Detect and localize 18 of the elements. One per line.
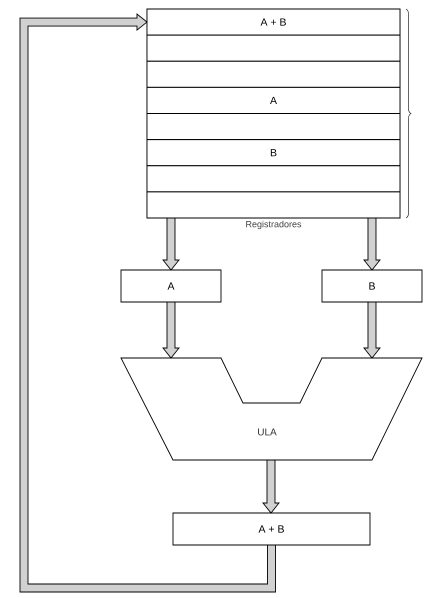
register-row (146, 191, 400, 218)
arrow (363, 218, 381, 271)
register-box: A + B (172, 512, 370, 546)
arrow (162, 302, 180, 359)
node-label: Registradores (246, 220, 302, 230)
register-row (146, 60, 400, 88)
arrow (262, 460, 280, 514)
arrow (20, 13, 276, 592)
arrow (363, 302, 381, 359)
register-box: A (120, 270, 222, 302)
register-row: B (146, 139, 400, 166)
register-row (146, 34, 400, 62)
register-row (146, 113, 400, 140)
register-row (146, 165, 400, 192)
register-row: A + B (146, 8, 400, 36)
register-row: A (146, 86, 400, 114)
register-box: B (322, 270, 422, 302)
arrow (162, 218, 180, 271)
